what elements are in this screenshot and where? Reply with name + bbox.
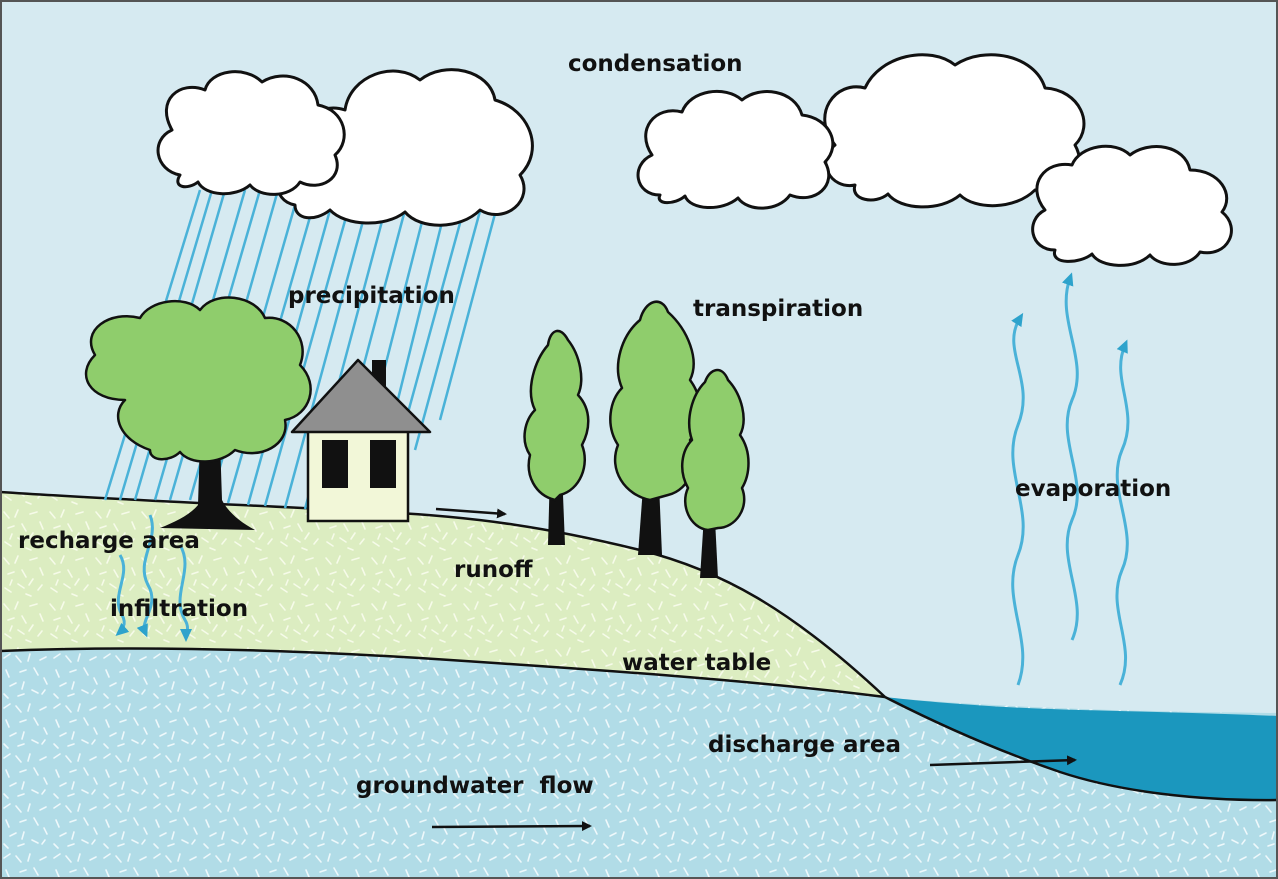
ground-surface-line bbox=[0, 490, 886, 698]
pond bbox=[885, 697, 1278, 801]
label-discharge-area: discharge area bbox=[708, 732, 901, 758]
label-precipitation: precipitation bbox=[288, 283, 455, 309]
cloud-icon bbox=[156, 53, 1233, 267]
tree-icon bbox=[609, 300, 702, 555]
water-table-line bbox=[0, 647, 886, 699]
label-evaporation: evaporation bbox=[1015, 476, 1171, 502]
wavy-arrow-down-icon bbox=[115, 514, 193, 642]
pond-bottom-line bbox=[884, 695, 1278, 802]
label-transpiration: transpiration bbox=[693, 296, 863, 322]
label-water-table: water table bbox=[622, 650, 771, 676]
arrow-right-icon bbox=[431, 821, 592, 832]
wavy-arrow-up-icon bbox=[1011, 272, 1130, 686]
tree-icon bbox=[523, 329, 590, 545]
label-infiltration: infiltration bbox=[110, 596, 248, 622]
arrow-right-icon bbox=[929, 755, 1077, 767]
arrow-right-icon bbox=[435, 507, 507, 519]
house-icon bbox=[290, 358, 432, 523]
soil-layer bbox=[0, 492, 885, 697]
label-condensation: condensation bbox=[568, 51, 743, 77]
tree-icon bbox=[680, 368, 750, 578]
label-recharge-area: recharge area bbox=[18, 528, 200, 554]
label-runoff: runoff bbox=[454, 557, 533, 583]
label-groundwater-flow: groundwater flow bbox=[356, 773, 594, 799]
tree-icon bbox=[84, 296, 312, 530]
